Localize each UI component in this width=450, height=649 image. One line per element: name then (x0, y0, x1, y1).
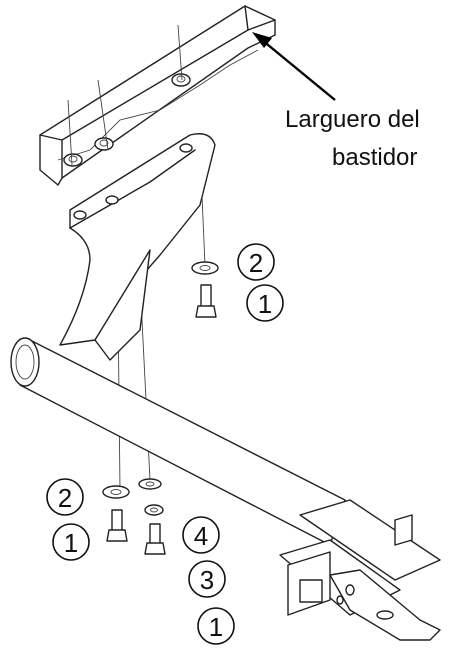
part-number-flat-washer: 3 (188, 560, 226, 598)
rail-nut-1 (63, 153, 83, 167)
callout-label-line2: bastidor (332, 144, 417, 171)
svg-text:1: 1 (258, 289, 272, 319)
part-number-bottom-bolt: 1 (197, 607, 235, 645)
svg-text:2: 2 (58, 483, 72, 513)
svg-text:3: 3 (200, 565, 214, 595)
part-number-right-washer: 2 (237, 243, 275, 281)
right-washer (191, 261, 219, 275)
callout-label-line1: Larguero del (285, 106, 420, 133)
part-number-left-washer: 2 (46, 478, 84, 516)
mounting-bracket (59, 133, 216, 361)
svg-text:4: 4 (194, 521, 208, 551)
callout-arrow (252, 32, 336, 101)
rail-nut-3 (171, 73, 191, 87)
right-bolt (195, 284, 217, 318)
svg-text:2: 2 (249, 248, 263, 278)
part-number-right-bolt: 1 (246, 284, 284, 322)
part-number-lock-washer: 4 (182, 516, 220, 554)
flat-washer-stack (138, 478, 164, 516)
svg-text:1: 1 (64, 528, 78, 558)
svg-text:1: 1 (209, 612, 223, 642)
frame-rail (39, 5, 276, 186)
bottom-bolt (144, 523, 166, 555)
part-number-left-bolt: 1 (52, 523, 90, 561)
left-washer (102, 485, 130, 499)
receiver (279, 499, 441, 641)
left-bolt (106, 509, 128, 542)
rail-nut-2 (94, 137, 114, 151)
